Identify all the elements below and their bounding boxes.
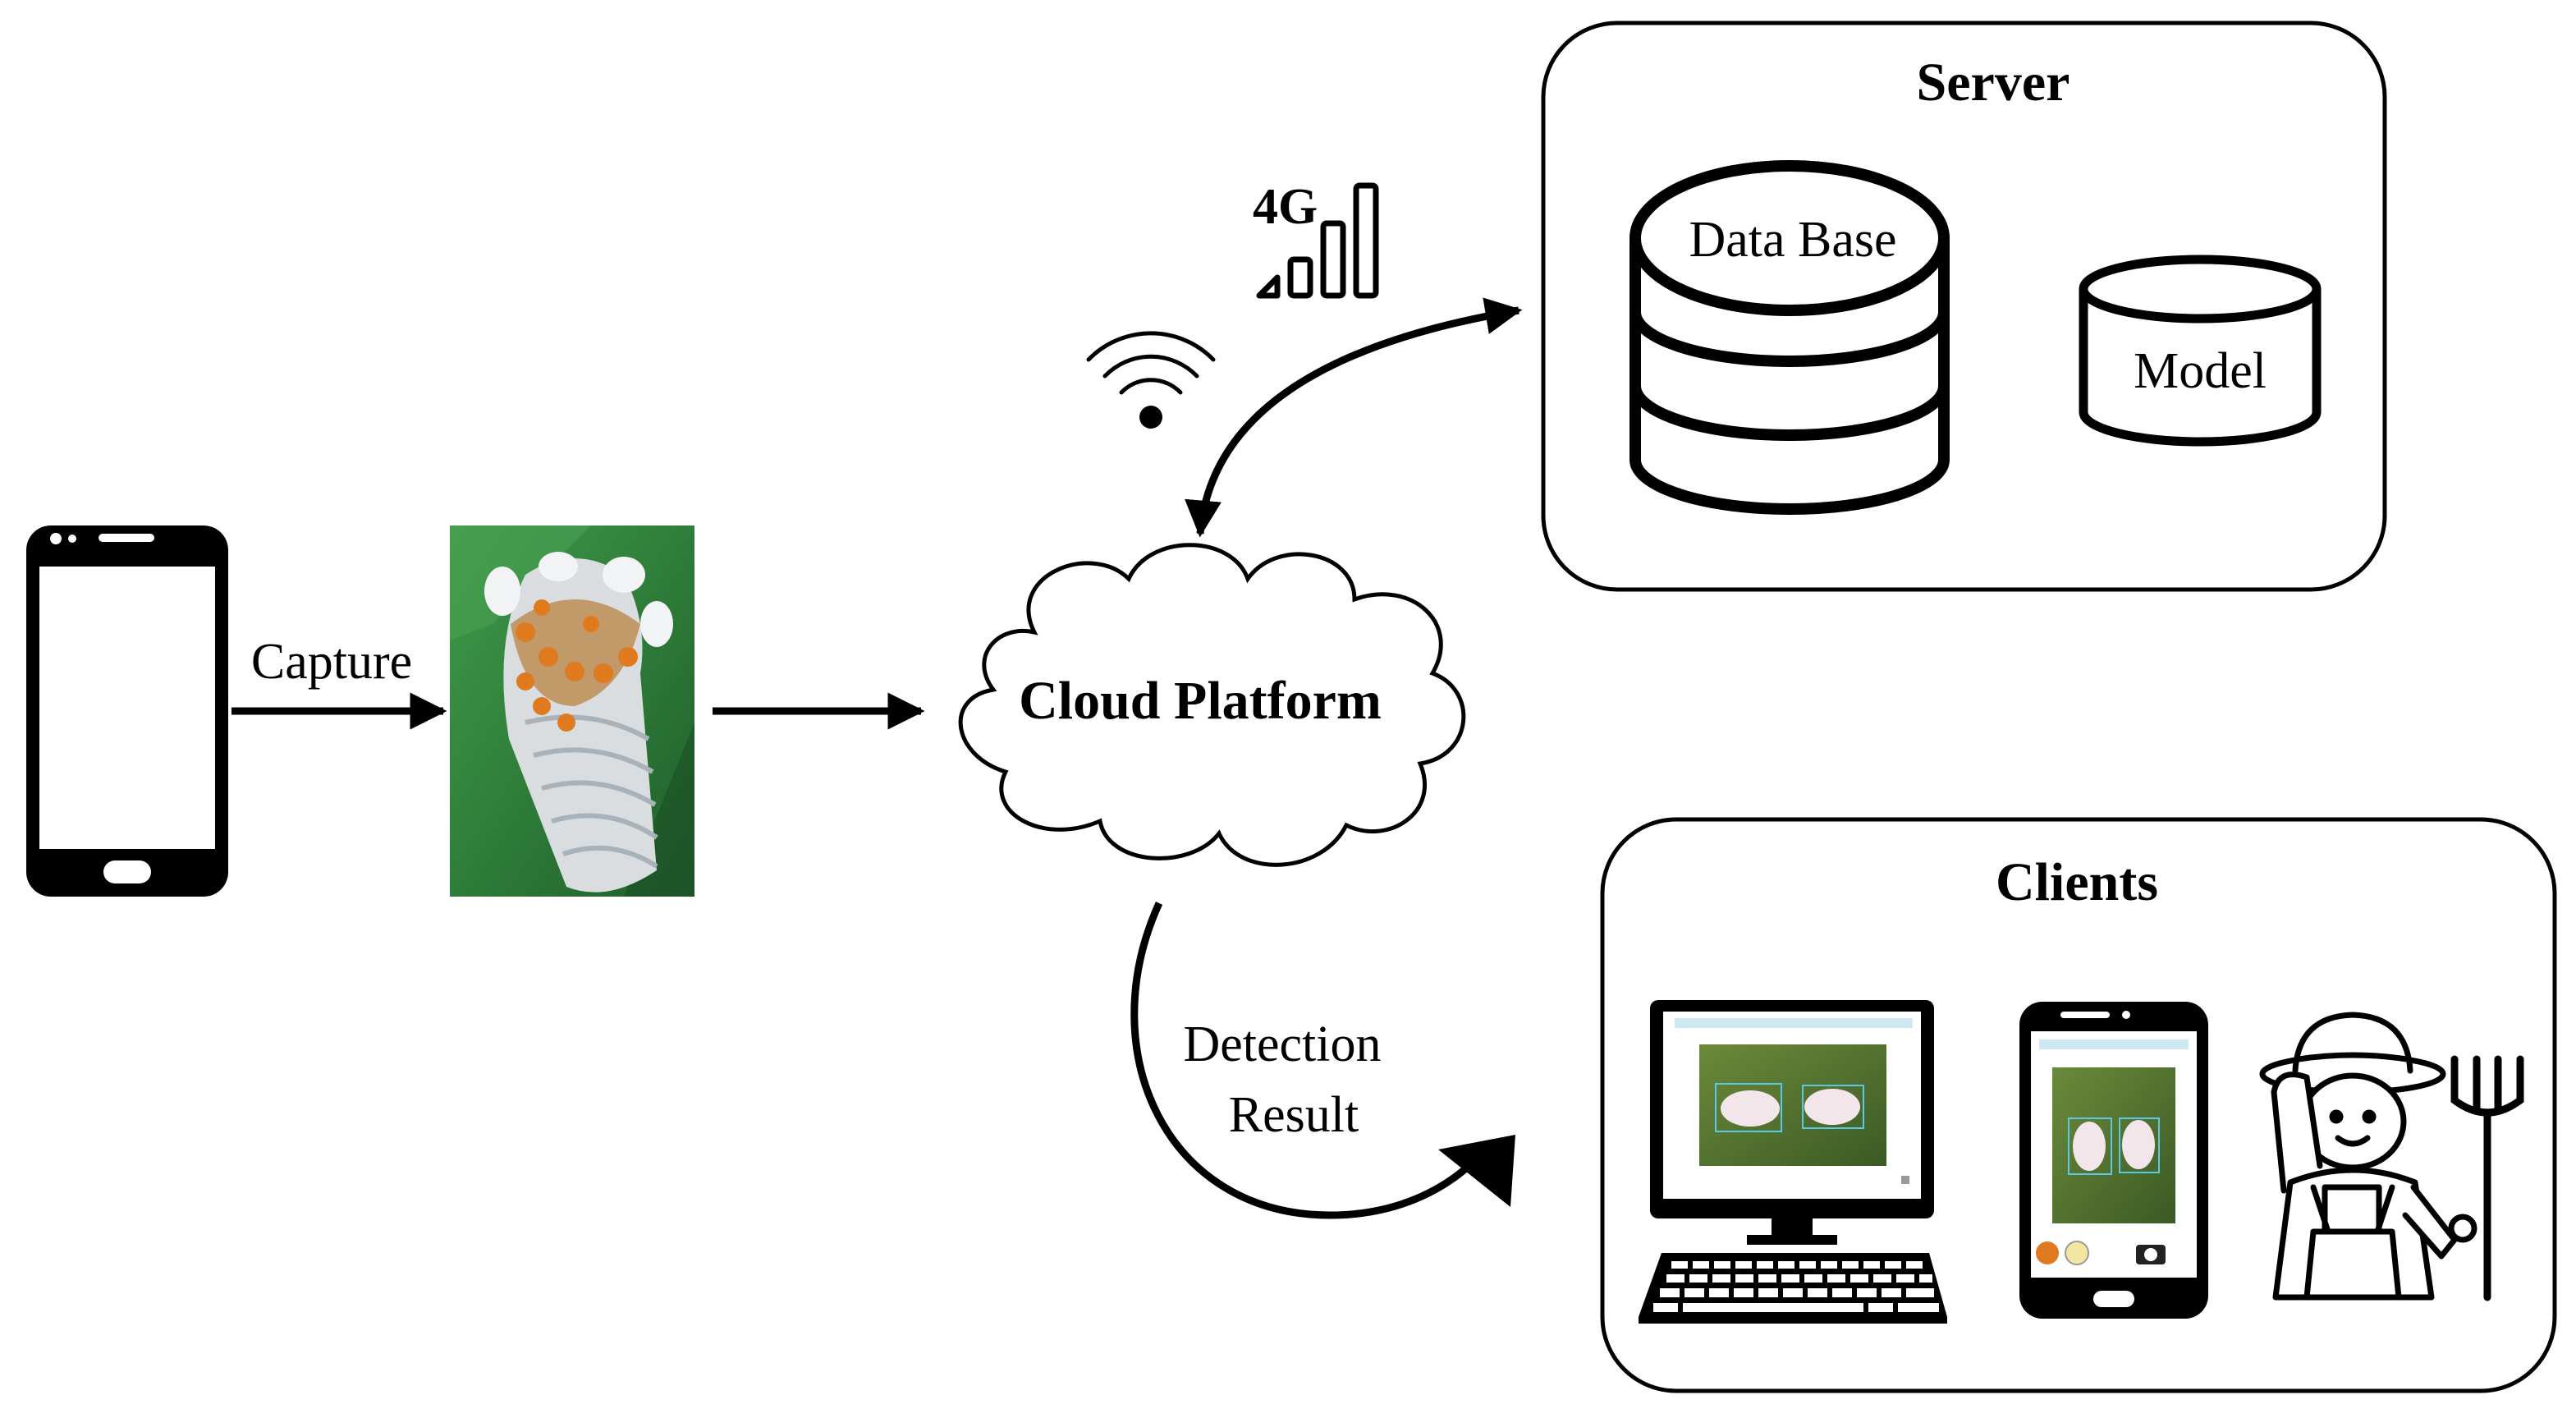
smartphone-icon <box>26 525 228 897</box>
detection-arrow <box>1130 902 1481 1219</box>
detection-label-line1: Detection <box>1183 1016 1381 1072</box>
database-icon <box>1629 160 1950 515</box>
pest-photo <box>450 525 694 897</box>
farmer-icon <box>2259 1012 2477 1301</box>
detection-arrowhead <box>1438 1135 1515 1207</box>
4g-label: 4G <box>1253 179 1318 235</box>
capture-label: Capture <box>251 634 412 690</box>
sync-arrow <box>1185 297 1523 538</box>
cloud-platform-label: Cloud Platform <box>1019 671 1382 731</box>
desktop-monitor-icon <box>1650 1000 1934 1245</box>
cellular-4g-icon: 4G <box>1253 179 1379 299</box>
model-cylinder-icon <box>2079 255 2322 447</box>
detection-label-line2: Result <box>1229 1087 1359 1143</box>
pitchfork-icon <box>2450 1055 2524 1301</box>
clients-title: Clients <box>1996 852 2158 912</box>
wifi-icon <box>1086 331 1216 429</box>
keyboard-icon <box>1639 1253 1947 1324</box>
database-label: Data Base <box>1689 212 1896 268</box>
client-phone-icon <box>2019 1002 2208 1319</box>
model-label: Model <box>2134 343 2267 399</box>
cloud-icon <box>958 543 1466 867</box>
server-title: Server <box>1917 53 2070 112</box>
